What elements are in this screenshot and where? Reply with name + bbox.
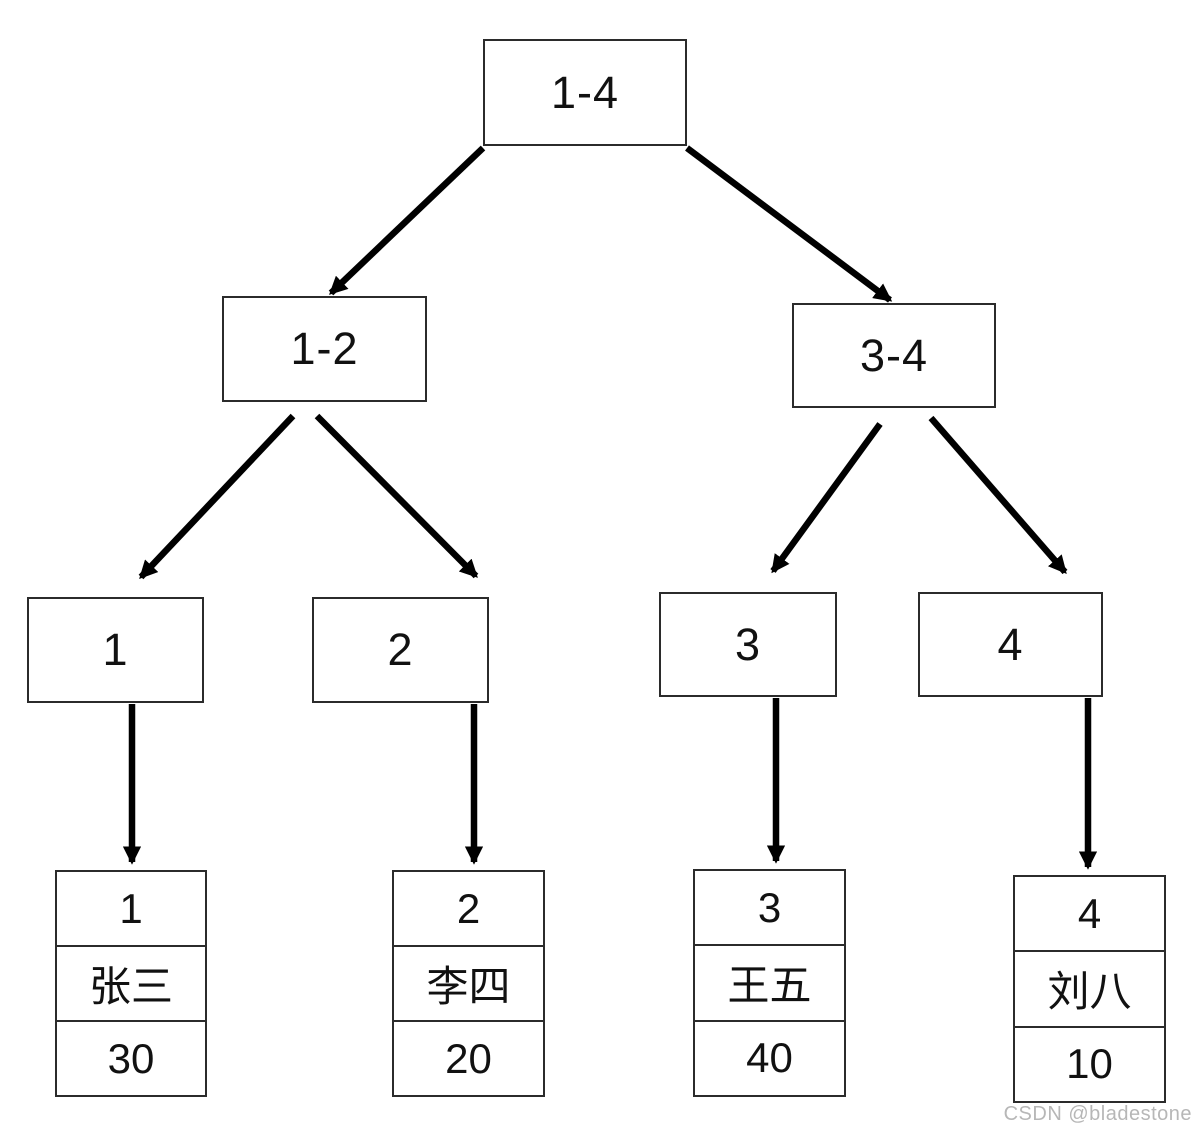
record-card-2: 2 李四 20 [392, 870, 545, 1097]
arrow-3-4-to-3 [770, 422, 883, 574]
arrow-3-4-to-4 [928, 415, 1068, 575]
tree-node-label: 1 [102, 624, 129, 675]
record-id: 1 [119, 884, 143, 932]
arrow-1-2-to-1 [138, 413, 296, 580]
record-name: 李四 [394, 945, 543, 1020]
record-value: 30 [57, 1020, 205, 1095]
tree-node-label: 4 [997, 618, 1024, 670]
tree-node-1-2: 1-2 [222, 296, 427, 402]
tree-node-label: 2 [387, 624, 414, 675]
record-name: 王五 [695, 944, 844, 1019]
record-value: 10 [1015, 1025, 1164, 1101]
tree-node-label: 1-2 [290, 323, 359, 374]
tree-leaf-1: 1 [27, 597, 204, 703]
arrow-root-to-1-2 [328, 145, 486, 296]
record-id: 3 [757, 883, 782, 931]
record-value: 20 [394, 1020, 543, 1095]
record-name: 张三 [57, 945, 205, 1020]
tree-node-label: 3-4 [859, 329, 929, 381]
tree-leaf-2: 2 [312, 597, 489, 703]
csdn-watermark: CSDN @bladestone [1003, 1103, 1192, 1125]
record-card-3: 3 王五 40 [693, 869, 846, 1097]
tree-leaf-4: 4 [918, 592, 1103, 697]
tree-node-3-4: 3-4 [792, 303, 996, 408]
tree-node-label: 1-4 [550, 66, 620, 118]
record-value: 40 [695, 1019, 844, 1095]
record-card-4: 4 刘八 10 [1013, 875, 1166, 1103]
tree-node-1-4: 1-4 [483, 39, 687, 146]
arrow-root-to-3-4 [685, 145, 893, 303]
record-name: 刘八 [1015, 950, 1164, 1025]
tree-leaf-3: 3 [659, 592, 837, 697]
tree-node-label: 3 [734, 618, 762, 670]
record-id: 4 [1077, 889, 1102, 937]
record-id: 2 [456, 884, 481, 932]
arrow-1-2-to-2 [314, 413, 479, 579]
record-card-1: 1 张三 30 [55, 870, 207, 1097]
